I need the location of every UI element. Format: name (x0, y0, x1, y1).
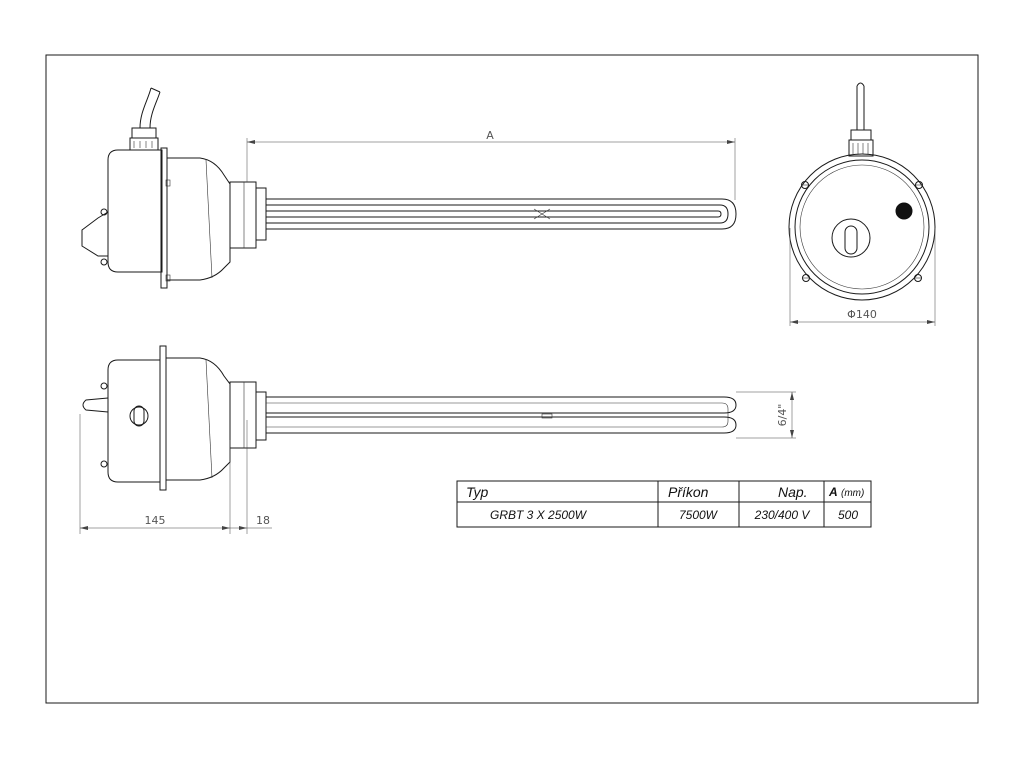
table-header-type: Typ (466, 484, 489, 500)
table-header-length: A (828, 485, 838, 499)
diameter-dimension-label: Φ140 (847, 308, 877, 321)
head-depth-label: 145 (145, 514, 166, 527)
table-cell-type: GRBT 3 X 2500W (490, 508, 588, 522)
flange-depth-label: 18 (256, 514, 270, 527)
table-cell-power: 7500W (679, 508, 719, 522)
spec-table: Typ Příkon Nap. A (mm) GRBT 3 X 2500W 75… (456, 480, 872, 528)
front-view: Φ140 (788, 82, 936, 326)
table-header-voltage: Nap. (778, 484, 808, 500)
top-view: 6/4" 145 18 (79, 345, 796, 534)
table-header-length-unit: (mm) (841, 488, 864, 499)
thread-dimension-label: 6/4" (776, 404, 789, 427)
length-dimension-label: A (486, 129, 494, 142)
table-header-power: Příkon (668, 484, 709, 500)
drawing-frame (45, 54, 979, 704)
side-view: A (81, 87, 737, 289)
table-cell-length: 500 (838, 508, 858, 522)
table-cell-voltage: 230/400 V (754, 508, 811, 522)
